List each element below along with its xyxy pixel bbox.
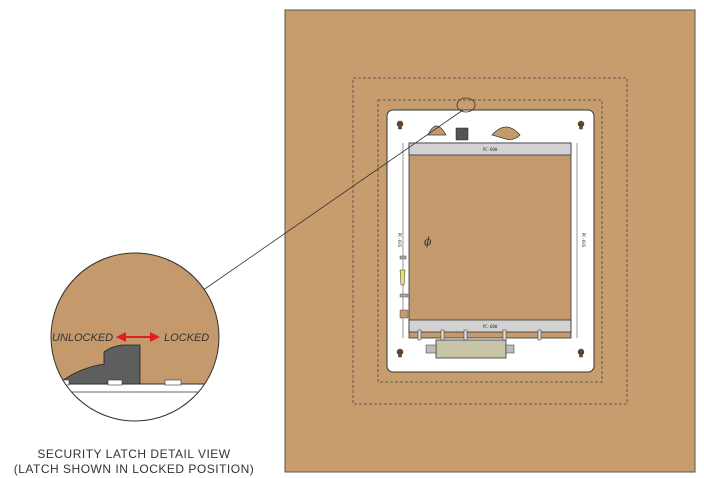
phi-symbol: ϕ bbox=[424, 235, 432, 248]
unlocked-label: UNLOCKED bbox=[52, 332, 113, 344]
caption-line-1: SECURITY LATCH DETAIL VIEW bbox=[37, 447, 231, 461]
outer-dashed-outline bbox=[352, 77, 628, 405]
top-rail-label: PC-60W bbox=[483, 147, 498, 152]
left-rail-parts bbox=[399, 255, 409, 319]
inner-dashed-outline bbox=[377, 99, 603, 383]
lock-direction-arrow bbox=[116, 332, 160, 342]
mounting-frame bbox=[386, 109, 595, 373]
bottom-rail-pins bbox=[417, 329, 542, 341]
bottom-module bbox=[425, 339, 515, 359]
top-latch-cutouts bbox=[427, 125, 521, 141]
detail-view bbox=[51, 253, 219, 421]
detail-view-outline bbox=[50, 252, 220, 422]
caption-line-2: (LATCH SHOWN IN LOCKED POSITION) bbox=[13, 462, 255, 476]
top-rail: PC-60W bbox=[408, 142, 572, 156]
keyhole-slots bbox=[396, 120, 585, 358]
bottom-rail: PC-60W bbox=[408, 319, 572, 333]
left-rail-label: PC-60S bbox=[397, 233, 402, 248]
right-rail-label: PC-60S bbox=[581, 233, 586, 248]
security-latch bbox=[56, 344, 141, 385]
bottom-rail-label: PC-60W bbox=[483, 324, 498, 329]
leader-line bbox=[198, 109, 464, 294]
locked-label: LOCKED bbox=[164, 332, 209, 344]
latch-callout-circle bbox=[456, 97, 476, 113]
